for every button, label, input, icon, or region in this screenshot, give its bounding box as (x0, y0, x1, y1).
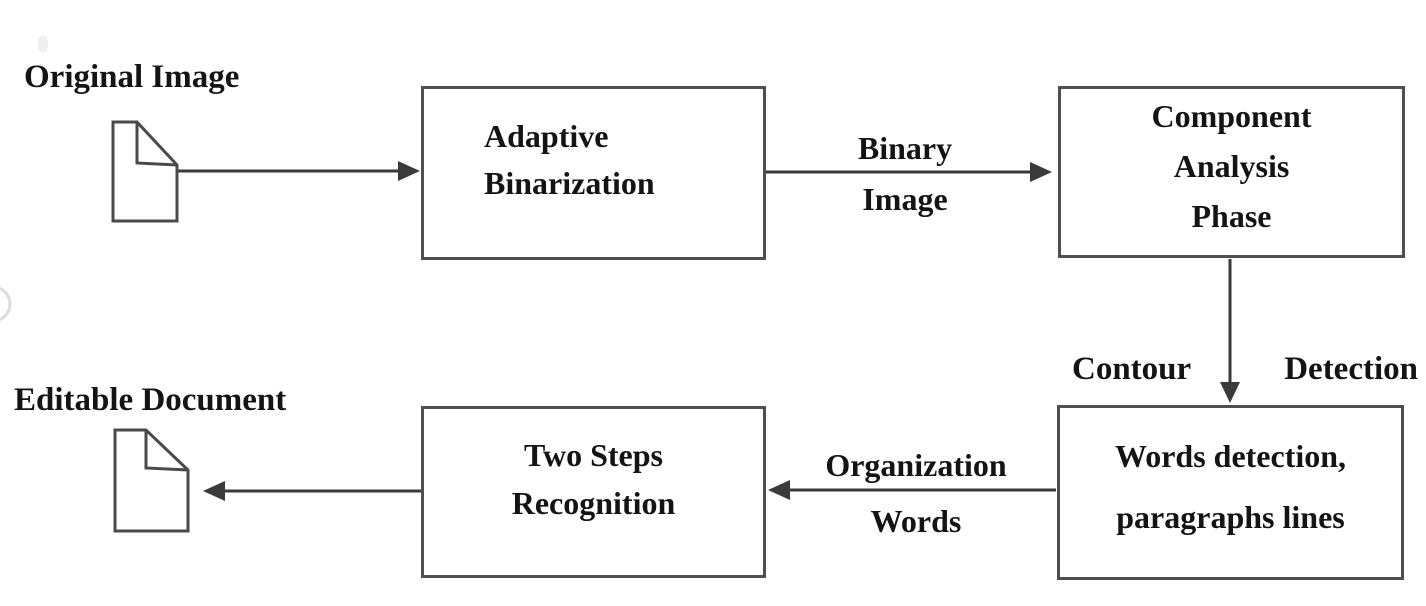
node-text-line: Adaptive (484, 118, 609, 154)
node-words-detection: Words detection, paragraphs lines (1057, 405, 1404, 580)
document-icon (111, 120, 179, 223)
label-editable-document: Editable Document (14, 382, 287, 418)
node-text-line: Phase (1191, 198, 1272, 234)
node-two-steps-recognition: Two Steps Recognition (421, 406, 766, 578)
edge-label-word: Detection (1284, 351, 1418, 387)
edge-label-contour-detection: Contour Detection (1072, 351, 1418, 388)
edge-label-line: Image (862, 181, 948, 217)
arrow-original-to-binarization (178, 161, 420, 181)
node-text-line: Binarization (484, 165, 655, 201)
edge-label-line: Words (870, 503, 962, 539)
arrow-words-to-recognition (768, 480, 1056, 500)
node-text-line: Recognition (511, 485, 676, 521)
arrow-recognition-to-document (203, 481, 421, 501)
node-text-line: Two Steps (524, 437, 663, 473)
node-text-line: Analysis (1173, 148, 1290, 184)
edge-label-binary-image: Binary Image (805, 123, 1005, 225)
scan-artifact (38, 36, 48, 52)
document-icon (113, 428, 190, 533)
arrow-binarization-to-component (766, 162, 1052, 182)
edge-label-word: Contour (1072, 351, 1192, 387)
node-text-line: Words detection, (1114, 438, 1347, 474)
node-text-line: paragraphs lines (1116, 499, 1345, 535)
edge-label-line: Organization (825, 447, 1007, 483)
edge-label-line: Binary (857, 130, 953, 166)
node-component-analysis-phase: Component Analysis Phase (1058, 86, 1405, 258)
scan-artifact-circle (0, 286, 12, 322)
edge-label-organization-words: Organization Words (802, 437, 1030, 549)
arrow-component-to-words (1220, 259, 1240, 403)
node-adaptive-binarization: Adaptive Binarization (421, 86, 766, 260)
node-text-line: Component (1151, 98, 1312, 134)
label-original-image: Original Image (24, 59, 240, 95)
